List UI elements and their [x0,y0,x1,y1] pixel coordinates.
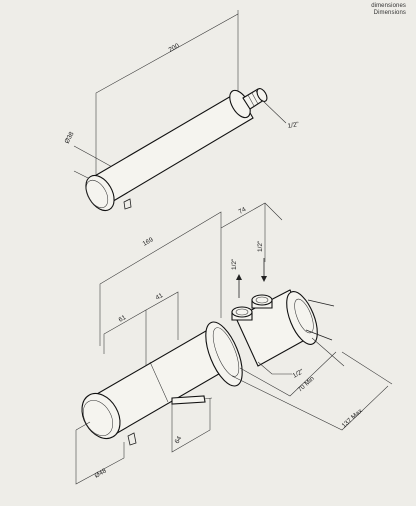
barrel-front-cap-inner [82,400,114,436]
dim-label-200: 200 [168,42,181,54]
dim-line-diameter [73,145,115,169]
barrel-seam [149,361,169,403]
anchor-pin-lower [305,329,333,341]
dim-label-137max: 137 Max [341,407,365,429]
dim-label-61: 61 [118,314,128,324]
dim-label-74: 74 [238,206,248,216]
dim-line-200 [95,13,239,182]
push-lever[interactable] [171,395,206,405]
dim-line-70min-ext [311,337,345,367]
bottom-view: 169 74 61 41 [75,202,393,485]
inlet-right-arrowhead [261,276,267,282]
dim-line-169 [99,211,222,346]
dim-label-64: 64 [174,435,184,445]
dim-label-inlet-left: 1/2" [231,258,238,270]
dim-line-61 [103,309,147,368]
dim-label-inlet-right: 1/2" [257,240,264,252]
dim-label-169: 169 [142,236,155,248]
dim-line-74 [220,202,283,229]
dim-label-70min: 70 Min [297,375,316,394]
dim-line-137max-ext [341,351,393,385]
dim-line-137max [231,375,389,431]
dim-line-d48 [75,430,125,485]
barrel-front-cap [81,392,121,440]
dim-label-d38: Ø38 [64,130,76,144]
thread-leader [261,99,287,124]
header-english: Dimensions [373,10,406,16]
wall-flange-inner [212,327,240,377]
dim-line-41 [145,291,179,340]
dim-label-outlet: 1/2" [292,368,306,380]
top-view: 200 Ø38 1/2" [64,10,300,212]
dim-line-d48-ext [75,421,91,431]
inlet-right [251,294,273,309]
dim-line-70min [239,351,337,397]
barrel-nozzle [127,432,137,446]
rear-flange-inner [294,298,314,334]
outlet-leader [257,361,292,375]
dim-label-d48: Ø48 [94,467,108,479]
inlet-left [231,306,253,321]
dim-label-thread: 1/2" [287,121,300,130]
spout-nozzle [123,198,132,210]
dim-line-64 [171,398,211,453]
dim-label-41: 41 [155,292,165,302]
wall-flange [205,321,243,387]
push-lever-tip [203,397,213,400]
thread-end [256,88,268,102]
spout-body [92,91,254,204]
inlet-left-arrowhead [236,274,242,280]
header-spanish: dimensiones [371,3,406,9]
anchor-pin-upper [307,299,335,307]
spout-front-cap-inner [85,179,109,209]
